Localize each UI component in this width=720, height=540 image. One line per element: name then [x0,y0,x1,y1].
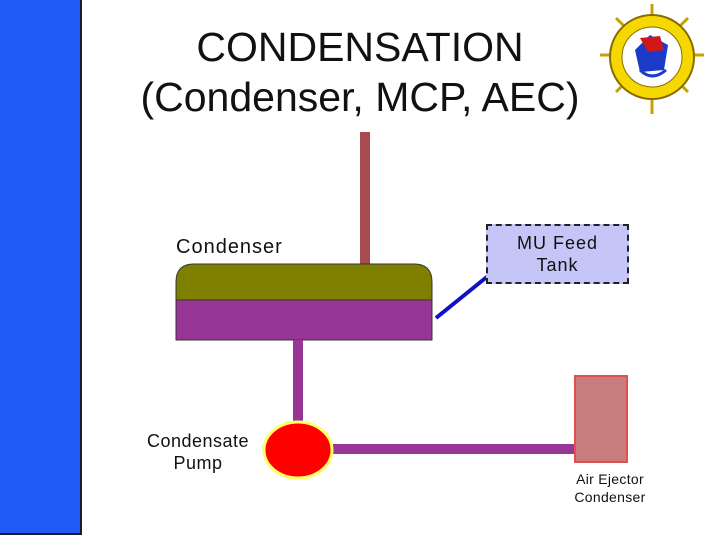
aec-label-line-1: Air Ejector [576,471,644,487]
condenser-shell [175,263,433,341]
page-title: CONDENSATION (Condenser, MCP, AEC) [100,22,620,122]
mu-tank-label-line-2: Tank [536,255,579,275]
pump-label-line-2: Pump [173,453,223,473]
mu-feed-tank: MU Feed Tank [486,224,629,284]
air-ejector-condenser-label: Air Ejector Condenser [555,470,665,506]
steam-inlet-pipe [360,132,370,264]
side-bar [0,0,82,535]
pump-label-line-1: Condensate [146,431,250,451]
condensate-discharge-pipe [330,444,610,454]
condensate-pump [262,420,334,480]
air-ejector-condenser-box [574,375,628,463]
title-line-2: (Condenser, MCP, AEC) [140,74,580,120]
title-line-1: CONDENSATION [196,24,524,70]
condensate-drop-pipe [293,340,303,426]
mu-tank-label-line-1: MU Feed [516,233,599,253]
aec-label-line-2: Condenser [574,489,646,505]
ship-crest-emblem-icon [600,4,704,114]
condensate-pump-label: Condensate Pump [128,430,268,474]
condenser-label: Condenser [176,236,283,258]
mu-feed-line [434,274,490,320]
